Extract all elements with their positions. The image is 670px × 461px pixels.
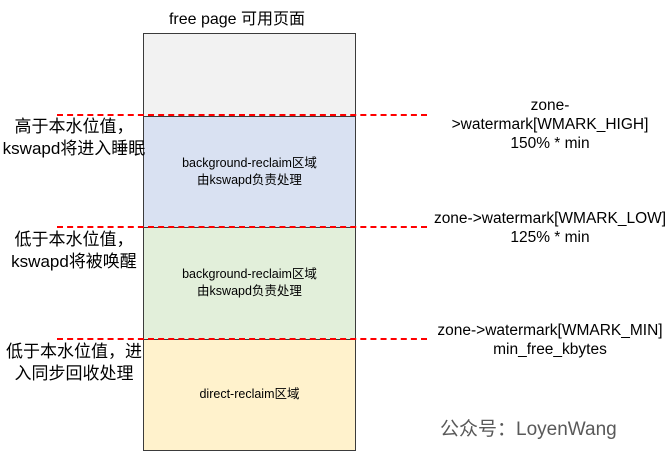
- wechat-account-watermark: 公众号：LoyenWang: [440, 419, 617, 440]
- note-below-min-watermark: 低于本水位值，进 入同步回收处理: [1, 341, 147, 385]
- wmark-low-name: zone->watermark[WMARK_LOW]: [433, 210, 667, 227]
- section-direct-reclaim: direct-reclaim区域: [144, 338, 355, 451]
- wmark-min-name: zone->watermark[WMARK_MIN]: [437, 322, 663, 339]
- section-background-reclaim-high: background-reclaim区域 由kswapd负责处理: [144, 115, 355, 228]
- wmark-min-label: zone->watermark[WMARK_MIN] min_free_kbyt…: [433, 321, 667, 359]
- wmark-high-name: zone->watermark[WMARK_HIGH]: [451, 97, 649, 133]
- section-label-line: 由kswapd负责处理: [197, 172, 302, 187]
- section-label-line: background-reclaim区域: [182, 267, 317, 282]
- wmark-low-dashed-line: [57, 226, 427, 228]
- note-line: 低于本水位值，进: [6, 342, 142, 361]
- section-label-line: 由kswapd负责处理: [197, 284, 302, 299]
- wmark-min-dashed-line: [57, 338, 427, 340]
- free-page-stack: background-reclaim区域 由kswapd负责处理 backgro…: [143, 33, 356, 451]
- note-line: 入同步回收处理: [14, 364, 134, 383]
- wmark-high-label: zone->watermark[WMARK_HIGH] 150% * min: [433, 96, 667, 153]
- section-free-page: [144, 34, 355, 116]
- wmark-low-label: zone->watermark[WMARK_LOW] 125% * min: [433, 209, 667, 247]
- wmark-high-value: 150% * min: [510, 135, 590, 152]
- note-line: kswapd将被唤醒: [11, 252, 137, 271]
- note-above-high-watermark: 高于本水位值， kswapd将进入睡眠: [1, 116, 147, 160]
- note-line: kswapd将进入睡眠: [2, 139, 146, 158]
- note-line: 高于本水位值，: [14, 117, 134, 136]
- wmark-min-value: min_free_kbytes: [493, 341, 607, 358]
- note-line: 低于本水位值，: [14, 230, 134, 249]
- note-below-low-watermark: 低于本水位值， kswapd将被唤醒: [1, 229, 147, 273]
- section-label-line: direct-reclaim区域: [199, 387, 300, 402]
- section-label-line: background-reclaim区域: [182, 155, 317, 170]
- wmark-high-dashed-line: [57, 114, 427, 116]
- diagram-title: free page 可用页面: [168, 11, 306, 28]
- section-background-reclaim-low: background-reclaim区域 由kswapd负责处理: [144, 227, 355, 339]
- wmark-low-value: 125% * min: [510, 229, 590, 246]
